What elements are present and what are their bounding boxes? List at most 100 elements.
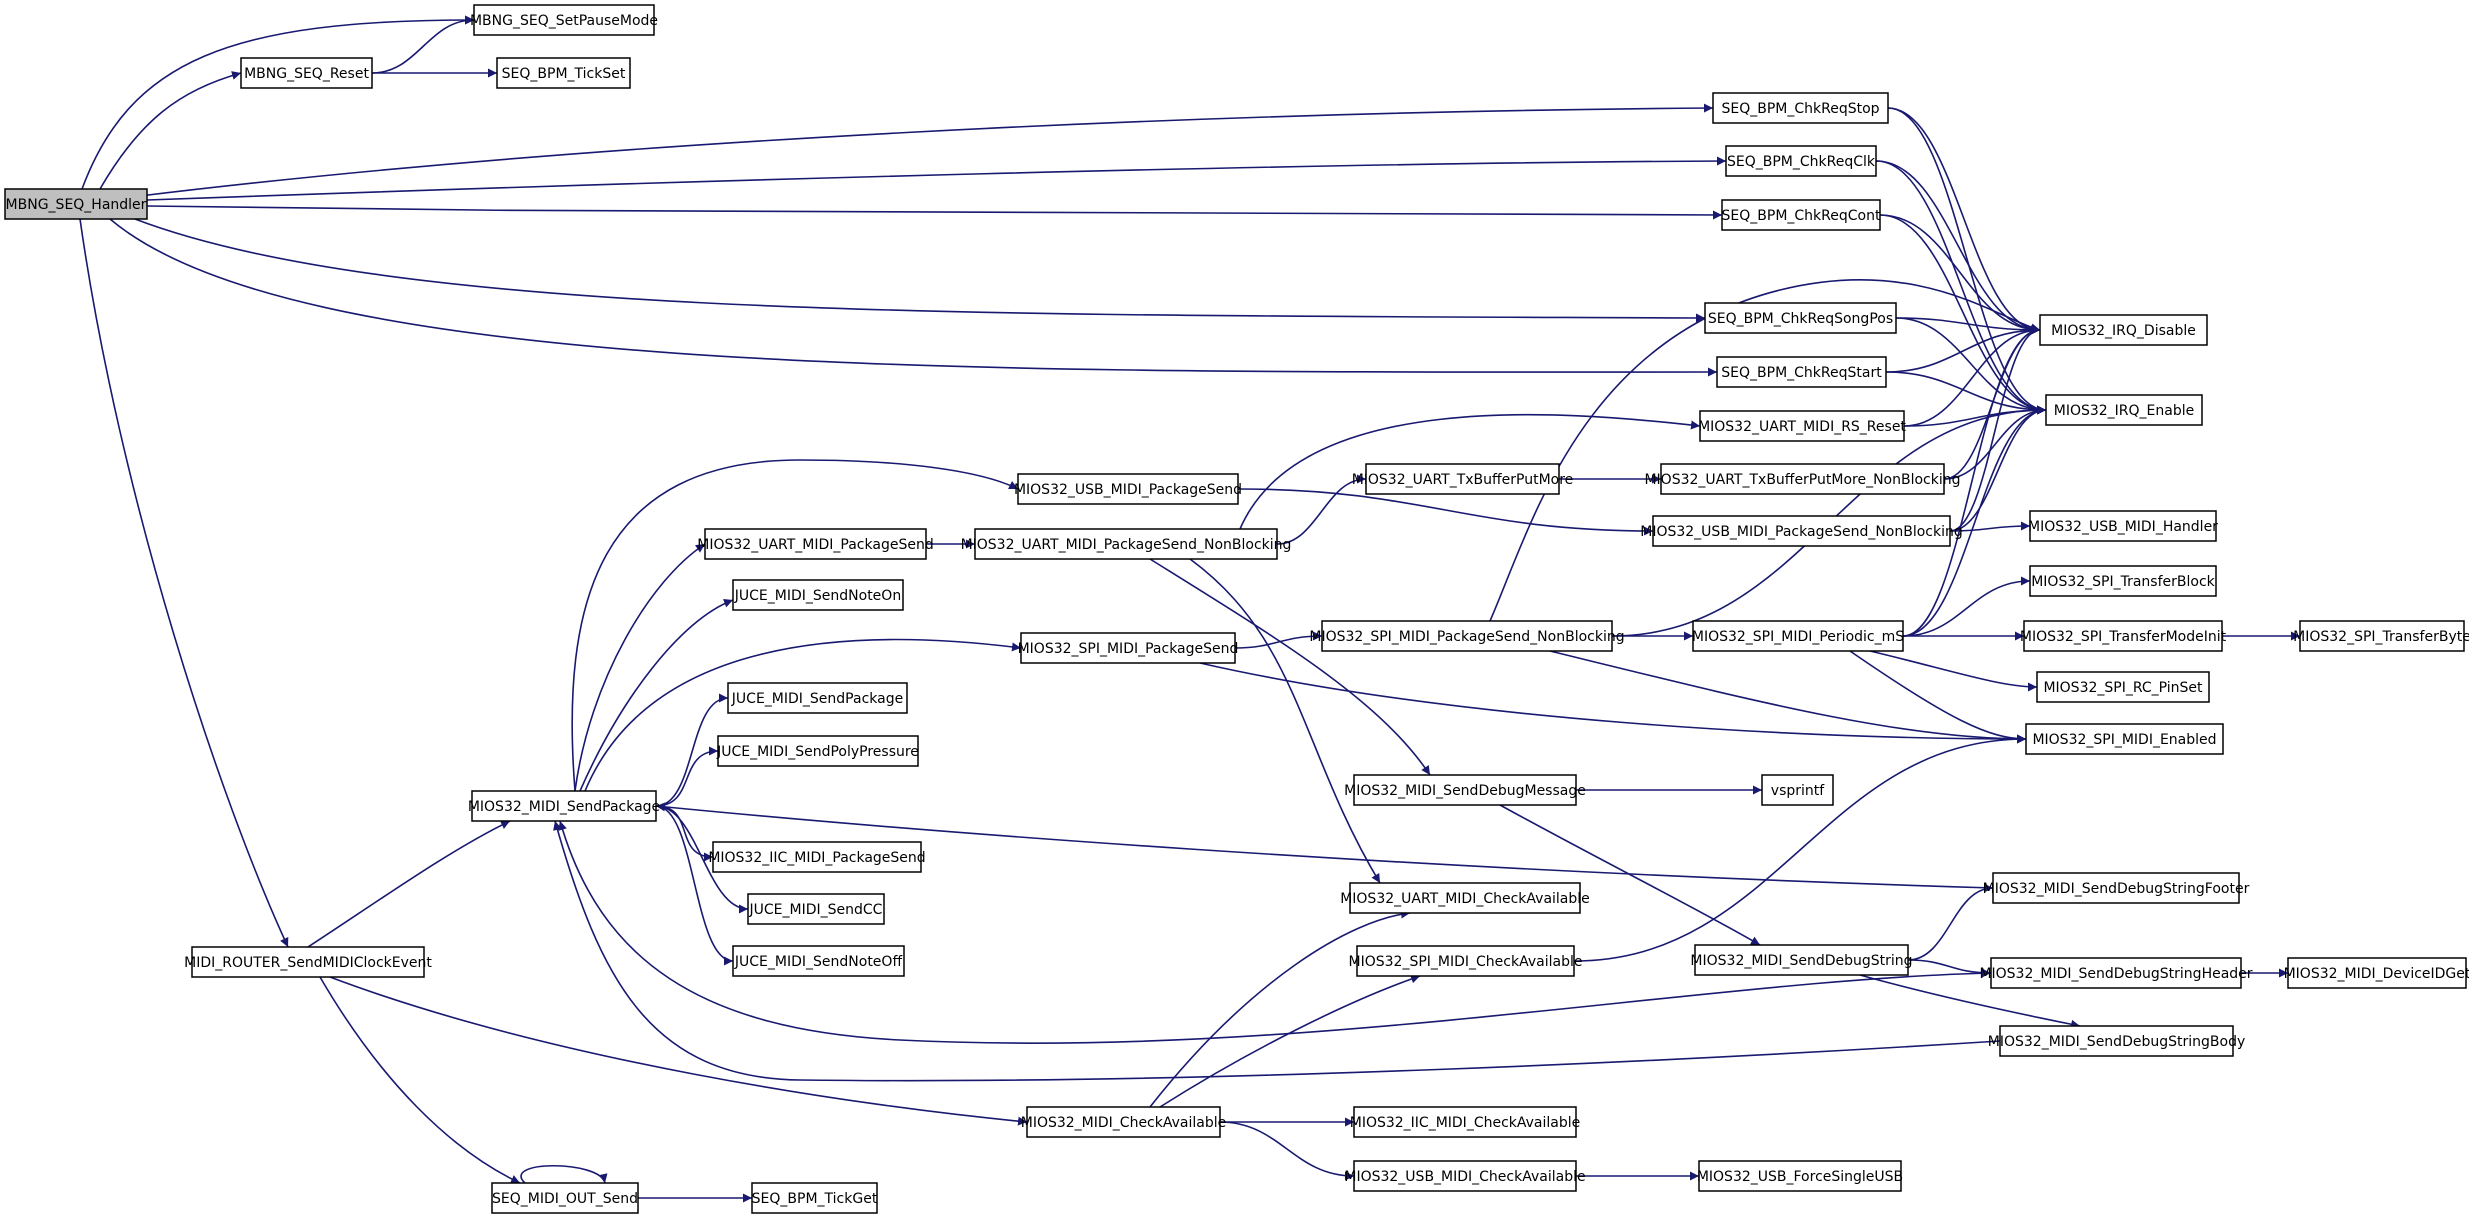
edge-start-to-irqdis <box>1885 325 2041 373</box>
edge-spiperiodic-to-spienabled <box>1849 650 2027 744</box>
node-handler[interactable]: MBNG_SEQ_Handler <box>4 188 148 220</box>
node-songpos[interactable]: SEQ_BPM_ChkReqSongPos <box>1704 302 1897 334</box>
node-jnoteon[interactable]: JUCE_MIDI_SendNoteOn <box>732 579 904 611</box>
node-spiavail[interactable]: MIOS32_SPI_MIDI_CheckAvailable <box>1349 945 1583 977</box>
node-cont[interactable]: SEQ_BPM_ChkReqCont <box>1721 199 1881 231</box>
edge-sendpkg-to-uartsend <box>574 543 706 792</box>
node-devid[interactable]: MIOS32_MIDI_DeviceIDGet <box>2284 957 2469 989</box>
edge-sendpkg-to-iicsend <box>655 805 714 862</box>
node-irqdis[interactable]: MIOS32_IRQ_Disable <box>2039 314 2208 346</box>
edge-sendpkg-to-spisend <box>584 638 1022 792</box>
node-debugstr[interactable]: MIOS32_MIDI_SendDebugString <box>1690 944 1913 976</box>
node-xferbyte[interactable]: MIOS32_SPI_TransferByte <box>2293 620 2469 652</box>
node-label: MIOS32_MIDI_SendPackage <box>468 799 660 815</box>
node-label: SEQ_BPM_ChkReqCont <box>1722 208 1881 224</box>
node-txmore[interactable]: MIOS32_UART_TxBufferPutMore <box>1352 463 1574 495</box>
node-label: MIOS32_UART_MIDI_PackageSend_NonBlocking <box>961 537 1292 553</box>
node-box <box>1761 774 1834 806</box>
node-box <box>1999 1025 2234 1057</box>
edge-router-to-sendpkg <box>307 820 511 948</box>
node-label: SEQ_MIDI_OUT_Send <box>492 1191 638 1207</box>
node-xferblock[interactable]: MIOS32_SPI_TransferBlock <box>2029 565 2217 597</box>
node-label: MIOS32_MIDI_DeviceIDGet <box>2284 966 2469 982</box>
node-clk[interactable]: SEQ_BPM_ChkReqClk <box>1725 145 1877 177</box>
node-iicavail[interactable]: MIOS32_IIC_MIDI_CheckAvailable <box>1350 1106 1581 1138</box>
node-xfermode[interactable]: MIOS32_SPI_TransferModeInit <box>2020 620 2227 652</box>
node-box <box>2036 671 2210 703</box>
node-jpackage[interactable]: JUCE_MIDI_SendPackage <box>727 682 908 714</box>
node-uartsend[interactable]: MIOS32_UART_MIDI_PackageSend <box>697 528 934 560</box>
node-vsprintf[interactable]: vsprintf <box>1761 774 1834 806</box>
node-label: MIOS32_SPI_TransferByte <box>2293 629 2469 645</box>
node-label: SEQ_BPM_TickSet <box>502 66 626 82</box>
node-label: MBNG_SEQ_Handler <box>6 197 147 213</box>
node-label: JUCE_MIDI_SendCC <box>749 902 883 918</box>
node-label: SEQ_BPM_TickGet <box>752 1191 878 1207</box>
edge-sendpkg-to-jnoteoff <box>655 805 734 966</box>
edge-sendpkg-to-jcc <box>655 805 749 914</box>
node-usbsendnb[interactable]: MIOS32_USB_MIDI_PackageSend_NonBlocking <box>1640 515 1963 547</box>
node-rsreset[interactable]: MIOS32_UART_MIDI_RS_Reset <box>1698 410 1906 442</box>
node-debugmsg[interactable]: MIOS32_MIDI_SendDebugMessage <box>1344 774 1586 806</box>
node-label: MIOS32_IRQ_Disable <box>2051 323 2196 339</box>
node-box <box>2029 565 2217 597</box>
edge-rsreset-to-irqen <box>1903 405 2047 427</box>
node-body[interactable]: MIOS32_MIDI_SendDebugStringBody <box>1988 1025 2245 1057</box>
edge-spiperiodic-to-xferblock <box>1902 576 2031 637</box>
node-spisendnb[interactable]: MIOS32_SPI_MIDI_PackageSend_NonBlocking <box>1309 620 1625 652</box>
node-router[interactable]: MIDI_ROUTER_SendMIDIClockEvent <box>184 946 432 978</box>
node-label: MIOS32_IRQ_Enable <box>2054 403 2195 419</box>
node-rcpin[interactable]: MIOS32_SPI_RC_PinSet <box>2036 671 2210 703</box>
edge-midiavail-to-usbavail <box>1219 1121 1355 1181</box>
node-stop[interactable]: SEQ_BPM_ChkReqStop <box>1712 92 1889 124</box>
node-jnoteoff[interactable]: JUCE_MIDI_SendNoteOff <box>732 945 905 977</box>
node-setpause[interactable]: MBNG_SEQ_SetPauseMode <box>470 4 658 36</box>
node-txmorenb[interactable]: MIOS32_UART_TxBufferPutMore_NonBlocking <box>1644 463 1961 495</box>
node-box <box>747 893 885 925</box>
node-spisend[interactable]: MIOS32_SPI_MIDI_PackageSend <box>1018 632 1239 664</box>
node-outsend[interactable]: SEQ_MIDI_OUT_Send <box>491 1182 639 1214</box>
node-sendpkg[interactable]: MIOS32_MIDI_SendPackage <box>468 790 660 822</box>
edge-usbsend-to-usbsendnb <box>1237 488 1654 536</box>
node-label: MIOS32_IIC_MIDI_PackageSend <box>708 850 925 866</box>
node-tickget[interactable]: SEQ_BPM_TickGet <box>751 1182 878 1214</box>
node-jcc[interactable]: JUCE_MIDI_SendCC <box>747 893 885 925</box>
node-label: MIOS32_MIDI_SendDebugMessage <box>1344 783 1586 799</box>
node-label: JUCE_MIDI_SendPolyPressure <box>716 744 919 760</box>
node-label: MBNG_SEQ_SetPauseMode <box>470 13 658 29</box>
node-forceusb[interactable]: MIOS32_USB_ForceSingleUSB <box>1697 1160 1903 1192</box>
node-midiavail[interactable]: MIOS32_MIDI_CheckAvailable <box>1021 1106 1226 1138</box>
node-label: MIOS32_UART_TxBufferPutMore_NonBlocking <box>1644 472 1960 488</box>
node-irqen[interactable]: MIOS32_IRQ_Enable <box>2045 394 2203 426</box>
edge-uartsendnb-to-uartavail <box>1189 558 1381 884</box>
node-box <box>1692 620 1904 652</box>
node-label: vsprintf <box>1771 783 1825 799</box>
node-uartavail[interactable]: MIOS32_UART_MIDI_CheckAvailable <box>1340 882 1590 914</box>
node-label: MIOS32_MIDI_SendDebugStringHeader <box>1979 966 2252 982</box>
node-spienabled[interactable]: MIOS32_SPI_MIDI_Enabled <box>2025 723 2224 755</box>
node-usbavail[interactable]: MIOS32_USB_MIDI_CheckAvailable <box>1344 1160 1586 1192</box>
node-box <box>2023 620 2223 652</box>
node-tickset[interactable]: SEQ_BPM_TickSet <box>496 57 631 89</box>
edge-debugmsg-to-debugstr <box>1499 804 1761 946</box>
edge-clk-to-irqen <box>1875 160 2047 415</box>
node-start[interactable]: SEQ_BPM_ChkReqStart <box>1716 356 1887 388</box>
edge-spisendnb-to-spienabled <box>1549 650 2027 744</box>
edge-spiperiodic-to-irqen <box>1902 405 2047 637</box>
node-reset[interactable]: MBNG_SEQ_Reset <box>240 57 373 89</box>
node-spiperiodic[interactable]: MIOS32_SPI_MIDI_Periodic_mS <box>1692 620 1904 652</box>
node-iicsend[interactable]: MIOS32_IIC_MIDI_PackageSend <box>708 841 926 873</box>
node-usbsend[interactable]: MIOS32_USB_MIDI_PackageSend <box>1014 473 1242 505</box>
edge-sendpkg-to-jpoly <box>655 746 719 807</box>
node-uartsendnb[interactable]: MIOS32_UART_MIDI_PackageSend_NonBlocking <box>961 528 1292 560</box>
node-box <box>732 945 905 977</box>
node-header[interactable]: MIOS32_MIDI_SendDebugStringHeader <box>1979 957 2253 989</box>
node-usbhandler[interactable]: MIOS32_USB_MIDI_Handler <box>2028 510 2218 542</box>
node-jpoly[interactable]: JUCE_MIDI_SendPolyPressure <box>716 735 919 767</box>
node-label: MIOS32_SPI_RC_PinSet <box>2043 680 2203 696</box>
node-box <box>491 1182 639 1214</box>
edge-router-to-outsend <box>319 976 521 1184</box>
edge-spiperiodic-to-irqdis <box>1902 325 2041 637</box>
node-label: MIOS32_USB_MIDI_CheckAvailable <box>1344 1169 1585 1185</box>
node-footer[interactable]: MIOS32_MIDI_SendDebugStringFooter <box>1983 872 2250 904</box>
